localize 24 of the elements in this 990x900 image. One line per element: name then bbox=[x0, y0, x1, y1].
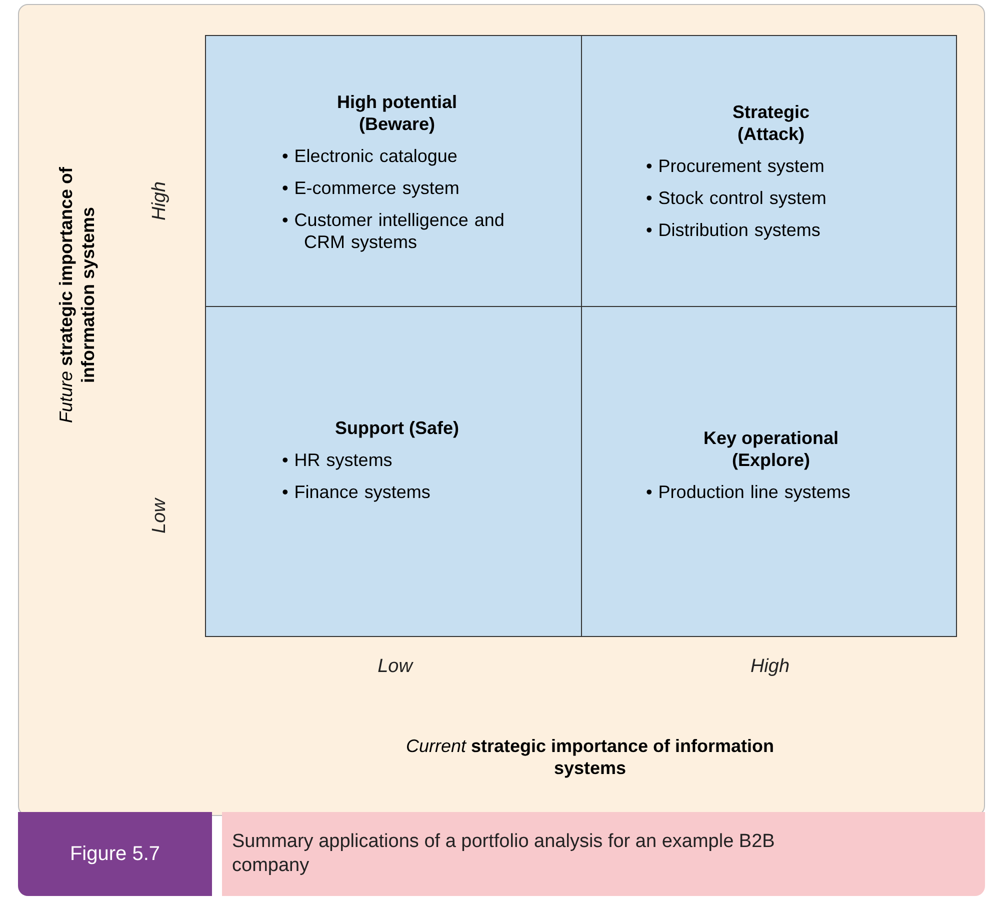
bullet-item: • Customer intelligence and CRM systems bbox=[282, 209, 506, 253]
quadrant-cell bbox=[581, 306, 957, 637]
axis-tick-label: Low bbox=[376, 656, 414, 678]
bullet-item: • Finance systems bbox=[282, 481, 432, 503]
quadrant-heading: Support (Safe) bbox=[334, 417, 460, 439]
quadrant-heading: High potential (Beware) bbox=[336, 91, 458, 135]
bullet-item: • Production line systems bbox=[646, 481, 852, 503]
bullet-item: • Distribution systems bbox=[646, 219, 822, 241]
bullet-item: • Electronic catalogue bbox=[282, 145, 458, 167]
bullet-item: • Procurement system bbox=[646, 155, 826, 177]
axis-title: Current strategic importance of information systems bbox=[404, 735, 776, 779]
quadrant-cell bbox=[581, 35, 957, 307]
axis-tick-label: Low bbox=[149, 496, 171, 536]
axis-tick-label: High bbox=[749, 656, 791, 678]
quadrant-cell bbox=[205, 306, 582, 637]
caption: Summary applications of a portfolio analysis for an example B2B company bbox=[222, 812, 985, 896]
quadrant-heading: Strategic (Attack) bbox=[731, 101, 811, 145]
figure-number: Figure 5.7 bbox=[18, 812, 212, 896]
quadrant-heading: Key operational (Explore) bbox=[702, 427, 840, 471]
quadrant-cell bbox=[205, 35, 582, 307]
bullet-item: • Stock control system bbox=[646, 187, 828, 209]
bullet-item: • E-commerce system bbox=[282, 177, 460, 199]
axis-tick-label: High bbox=[149, 181, 171, 221]
bullet-item: • HR systems bbox=[282, 449, 394, 471]
